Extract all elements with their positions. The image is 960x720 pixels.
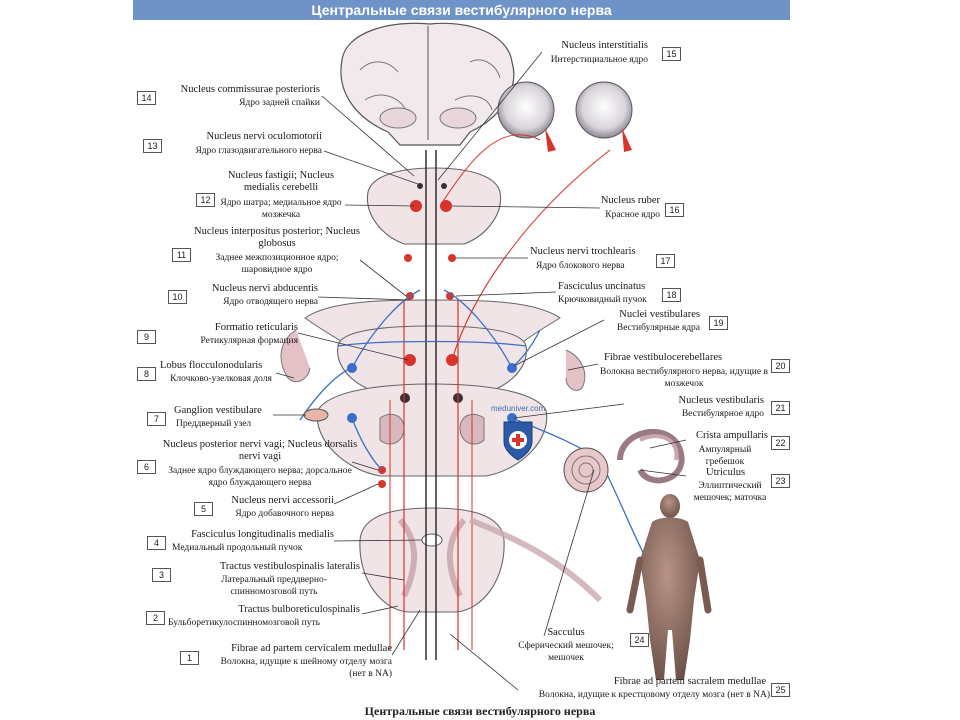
midbrain-section <box>366 167 502 245</box>
label-23-latin: Utriculus <box>706 467 746 478</box>
label-6-latin: Nucleus posterior nervi vagi; Nucleus do… <box>162 439 358 462</box>
label-11-latin: Nucleus interpositus posterior; Nucleus … <box>194 226 360 249</box>
pons-section <box>304 299 561 397</box>
label-7-latin: Ganglion vestibulare <box>174 405 262 416</box>
label-1-russian: Волокна, идущие к шейному отделу мозга (… <box>220 657 392 679</box>
brain-section <box>340 22 515 146</box>
label-13-latin: Nucleus nervi oculomotorii <box>206 131 322 142</box>
label-24-russian: Сферический мешочек; мешочек <box>518 641 614 663</box>
label-8-latin: Lobus flocculonodularis <box>160 360 263 371</box>
medical-shield-logo-icon <box>503 421 533 461</box>
label-22-russian: Ампулярный гребешок <box>698 445 752 467</box>
label-number-24: 24 <box>630 633 649 647</box>
label-1-latin: Fibrae ad partem cervicalem medullae <box>231 643 392 654</box>
label-number-16: 16 <box>665 203 684 217</box>
label-18-russian: Крючковидный пучок <box>558 295 647 305</box>
label-10-russian: Ядро отводящего нерва <box>223 297 318 307</box>
header-banner: Центральные связи вестибулярного нерва <box>133 0 790 20</box>
label-12-latin: Nucleus fastigii; Nucleus medialis cereb… <box>227 170 335 193</box>
watermark-text: meduniver.com <box>491 404 546 413</box>
label-11-russian: Заднее межпозиционное ядро; шаровидное я… <box>215 253 339 275</box>
label-17-russian: Ядро блокового нерва <box>536 261 625 271</box>
figure-caption: Центральные связи вестибулярного нерва <box>364 704 596 718</box>
label-22-latin: Crista ampullaris <box>695 430 768 441</box>
label-number-6: 6 <box>137 460 156 474</box>
label-18-latin: Fasciculus uncinatus <box>558 281 646 292</box>
label-25-russian: Волокна, идущие к крестцовому отделу моз… <box>538 690 770 700</box>
label-2-russian: Бульборетикулоспинномозговой путь <box>168 618 320 628</box>
label-number-18: 18 <box>662 288 681 302</box>
label-9-russian: Ретикулярная формация <box>200 336 298 346</box>
label-3-russian: Латеральный преддверно-спинномозговой пу… <box>221 575 327 597</box>
eyeballs <box>497 81 633 152</box>
label-number-23: 23 <box>771 474 790 488</box>
label-5-russian: Ядро добавочного нерва <box>235 509 334 519</box>
label-6-russian: Заднее ядро блуждающего нерва; дорсально… <box>168 466 352 488</box>
label-4-latin: Fasciculus longitudinalis medialis <box>191 529 334 540</box>
label-19-latin: Nuclei vestibulares <box>619 309 700 320</box>
label-15-russian: Интерстициальное ядро <box>550 55 648 65</box>
label-number-7: 7 <box>147 412 166 426</box>
label-15-latin: Nucleus interstitialis <box>561 40 648 51</box>
label-9-latin: Formatio reticularis <box>214 322 298 333</box>
label-14-russian: Ядро задней спайки <box>239 98 320 108</box>
label-number-22: 22 <box>771 436 790 450</box>
header-title: Центральные связи вестибулярного нерва <box>311 2 612 18</box>
inner-ear <box>563 429 685 493</box>
label-4-russian: Медиальный продольный пучок <box>172 543 303 553</box>
label-10-latin: Nucleus nervi abducentis <box>211 283 318 294</box>
label-number-10: 10 <box>168 290 187 304</box>
label-14-latin: Nucleus commissurae posterioris <box>180 84 320 95</box>
label-24-latin: Sacculus <box>547 627 585 638</box>
label-number-17: 17 <box>656 254 675 268</box>
label-21-russian: Вестибулярное ядро <box>681 409 764 419</box>
human-figure <box>626 494 712 680</box>
label-number-14: 14 <box>137 91 156 105</box>
label-number-19: 19 <box>709 316 728 330</box>
label-2-latin: Tractus bulboreticulospinalis <box>238 604 360 615</box>
label-16-russian: Красное ядро <box>605 210 660 220</box>
label-number-4: 4 <box>147 536 166 550</box>
label-25-latin: Fibrae ad partem sacralem medullae <box>613 676 766 687</box>
label-20-russian: Волокна вестибулярного нерва, идущие в м… <box>600 367 768 389</box>
label-19-russian: Вестибулярные ядра <box>616 323 700 333</box>
label-number-2: 2 <box>146 611 165 625</box>
label-number-11: 11 <box>172 248 191 262</box>
label-number-15: 15 <box>662 47 681 61</box>
label-number-25: 25 <box>771 683 790 697</box>
label-3-latin: Tractus vestibulospinalis lateralis <box>219 561 360 572</box>
label-7-russian: Преддверный узел <box>176 419 252 429</box>
label-number-5: 5 <box>194 502 213 516</box>
label-16-latin: Nucleus ruber <box>600 195 660 206</box>
label-number-9: 9 <box>137 330 156 344</box>
label-5-latin: Nucleus nervi accessorii <box>231 495 334 506</box>
label-13-russian: Ядро глазодвигательного нерва <box>195 146 322 156</box>
label-number-3: 3 <box>152 568 171 582</box>
label-number-21: 21 <box>771 401 790 415</box>
label-23-russian: Эллиптический мешочек; маточка <box>693 481 767 503</box>
label-number-1: 1 <box>180 651 199 665</box>
label-12-russian: Ядро шатра; медиальное ядро мозжечка <box>220 198 342 220</box>
medulla-section <box>316 383 548 477</box>
label-20-latin: Fibrae vestibulocerebellares <box>604 352 723 363</box>
label-17-latin: Nucleus nervi trochlearis <box>530 246 636 257</box>
label-number-8: 8 <box>137 367 156 381</box>
label-number-20: 20 <box>771 359 790 373</box>
label-8-russian: Клочково-узелковая доля <box>170 374 272 384</box>
label-number-12: 12 <box>196 193 215 207</box>
label-number-13: 13 <box>143 139 162 153</box>
label-21-latin: Nucleus vestibularis <box>678 395 764 406</box>
